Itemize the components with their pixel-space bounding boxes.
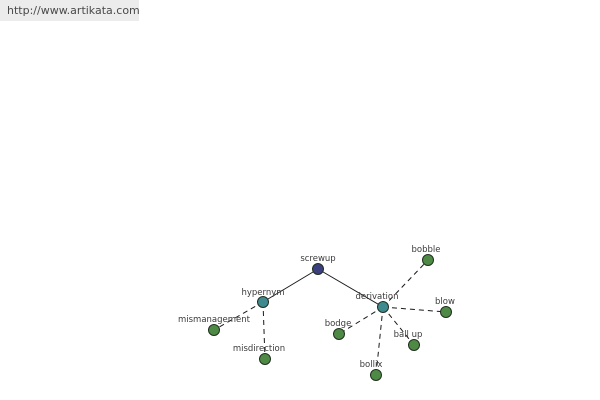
edge-derivation-bollix bbox=[375, 306, 384, 376]
node-label-bodge: bodge bbox=[325, 319, 352, 329]
node-label-bobble: bobble bbox=[412, 245, 441, 255]
node-label-ball_up: ball up bbox=[394, 330, 423, 340]
node-label-derivation: derivation bbox=[355, 292, 398, 302]
node-bodge[interactable]: bodge bbox=[325, 319, 352, 340]
edge-screwup-hypernym bbox=[262, 268, 319, 303]
node-bobble[interactable]: bobble bbox=[412, 245, 441, 266]
node-mismanagement[interactable]: mismanagement bbox=[178, 315, 251, 336]
nodes-layer: screwup hypernym derivation mismanagement mi… bbox=[178, 245, 455, 381]
node-derivation[interactable]: derivation bbox=[355, 292, 399, 313]
node-circle-blow[interactable] bbox=[440, 306, 452, 318]
edges-layer bbox=[213, 259, 447, 376]
node-hypernym[interactable]: hypernym bbox=[241, 288, 285, 308]
node-label-bollix: bollix bbox=[360, 360, 383, 370]
node-circle-screwup[interactable] bbox=[312, 263, 324, 275]
node-circle-mismanagement[interactable] bbox=[208, 324, 220, 336]
node-circle-hypernym[interactable] bbox=[257, 296, 269, 308]
node-label-hypernym: hypernym bbox=[241, 288, 284, 298]
url-banner[interactable]: http://www.artikata.com bbox=[0, 0, 139, 21]
edge-derivation-blow bbox=[382, 306, 447, 313]
edge-derivation-bobble bbox=[382, 259, 429, 308]
node-circle-bodge[interactable] bbox=[333, 328, 345, 340]
node-misdirection[interactable]: misdirection bbox=[233, 344, 285, 365]
node-label-mismanagement: mismanagement bbox=[178, 315, 251, 325]
node-circle-misdirection[interactable] bbox=[259, 353, 271, 365]
node-circle-derivation[interactable] bbox=[377, 301, 389, 313]
node-label-screwup: screwup bbox=[300, 254, 335, 264]
node-label-blow: blow bbox=[435, 297, 455, 307]
node-bollix[interactable]: bollix bbox=[360, 360, 383, 381]
node-blow[interactable]: blow bbox=[435, 297, 455, 318]
node-circle-ball_up[interactable] bbox=[408, 339, 420, 351]
edge-screwup-derivation bbox=[317, 268, 384, 308]
node-ball_up[interactable]: ball up bbox=[394, 330, 423, 351]
node-screwup[interactable]: screwup bbox=[300, 254, 336, 275]
node-label-misdirection: misdirection bbox=[233, 344, 285, 354]
edge-hypernym-mismanagement bbox=[213, 301, 264, 331]
node-circle-bobble[interactable] bbox=[422, 254, 434, 266]
edge-derivation-ball_up bbox=[382, 306, 415, 346]
edge-hypernym-misdirection bbox=[262, 301, 266, 360]
node-circle-bollix[interactable] bbox=[370, 369, 382, 381]
